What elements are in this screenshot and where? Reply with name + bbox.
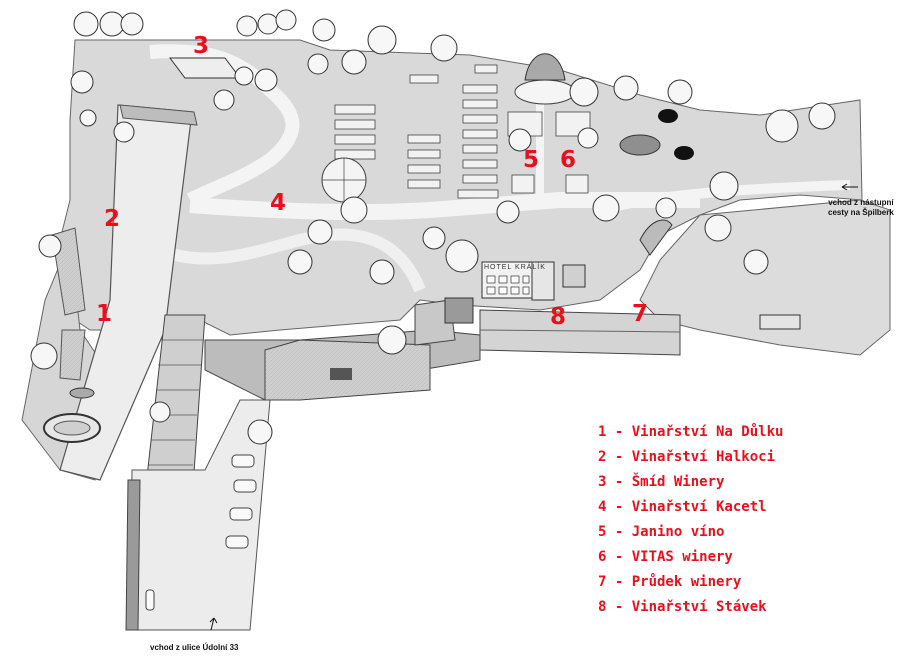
legend-item: 3 - Šmíd Winery <box>598 474 725 490</box>
path-lower <box>157 228 426 293</box>
legend-item: 2 - Vinařství Halkoci <box>598 449 776 465</box>
legend-item: 6 - VITAS winery <box>598 549 733 565</box>
stairs-lower <box>59 329 86 381</box>
arrow-spilberk <box>841 183 858 191</box>
legend-item: 1 - Vinařství Na Důlku <box>598 424 784 440</box>
legend-item: 7 - Průdek winery <box>598 574 742 590</box>
south-wall <box>479 309 681 356</box>
tunnel <box>639 219 673 256</box>
marker-7[interactable]: 7 <box>632 301 649 327</box>
wood-pile <box>619 134 661 156</box>
fountain <box>514 79 576 105</box>
path-main <box>189 192 700 221</box>
bench <box>759 314 801 330</box>
wine-shed <box>444 297 474 324</box>
hotel-sign: HOTEL KRÁLÍK <box>484 264 546 271</box>
marker-1[interactable]: 1 <box>96 301 113 327</box>
hedgehog-icon <box>674 146 694 160</box>
entrance-note-spilberk: vchod z nástupní cesty na Špilberk <box>828 198 894 218</box>
legend-item: 5 - Janino víno <box>598 524 725 540</box>
arrow-udolni <box>209 617 218 631</box>
entrance-note-line: vchod z nástupní <box>828 198 894 207</box>
path-upper <box>149 44 300 207</box>
trees <box>30 9 836 445</box>
garden-beds <box>334 64 591 199</box>
hedgehog-icon <box>658 109 678 123</box>
planter <box>69 387 95 399</box>
marker-2[interactable]: 2 <box>104 206 121 232</box>
marker-8[interactable]: 8 <box>550 304 567 330</box>
marker-3[interactable]: 3 <box>193 33 210 59</box>
east-meadow <box>639 199 891 356</box>
parked-cars <box>145 454 257 611</box>
marker-6[interactable]: 6 <box>560 147 577 173</box>
entrance-note-line: cesty na Špilberk <box>828 208 894 217</box>
marker-5[interactable]: 5 <box>523 147 540 173</box>
legend-item: 8 - Vinařství Stávek <box>598 599 767 615</box>
marker-4[interactable]: 4 <box>270 190 287 216</box>
road-wall <box>125 479 141 631</box>
winery-legend: 1 - Vinařství Na Důlku 2 - Vinařství Hal… <box>598 420 783 620</box>
entrance-note-udolni: vchod z ulice Údolní 33 <box>150 643 239 652</box>
legend-item: 4 - Vinařství Kacetl <box>598 499 767 515</box>
grotto <box>524 53 566 81</box>
